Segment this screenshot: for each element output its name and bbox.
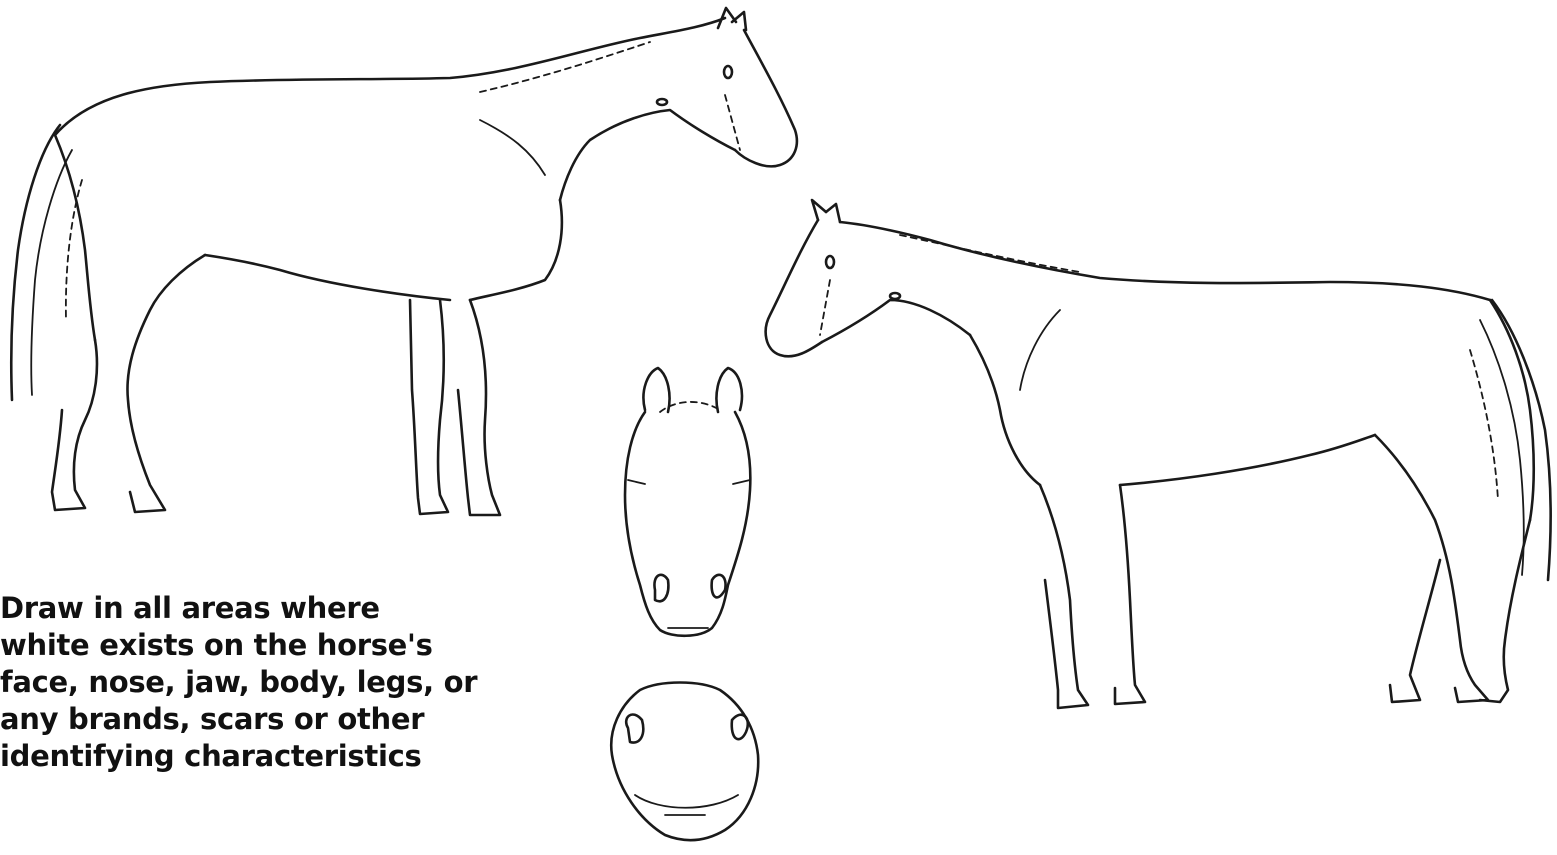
horse-left-side-outline — [11, 8, 797, 515]
instructions-text: Draw in all areas where white exists on … — [0, 590, 500, 775]
instructions-line-1: Draw in all areas where — [0, 590, 500, 627]
instructions-line-3: face, nose, jaw, body, legs, or — [0, 664, 500, 701]
horse-face-front-outline — [625, 368, 750, 636]
horse-muzzle-outline — [611, 683, 758, 841]
horse-right-side-outline — [766, 200, 1551, 708]
instructions-line-2: white exists on the horse's — [0, 627, 500, 664]
instructions-line-5: identifying characteristics — [0, 738, 500, 775]
instructions-line-4: any brands, scars or other — [0, 701, 500, 738]
